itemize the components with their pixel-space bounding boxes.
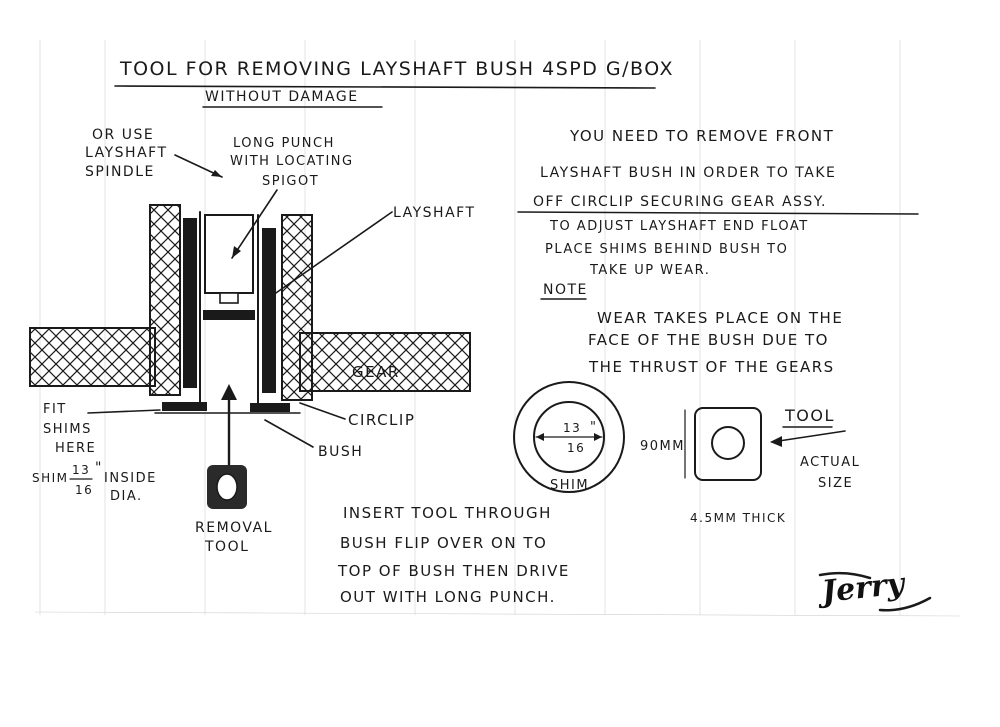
tool-drawing: 90mm TOOL ACTUAL SIZE 4.5mm THICK xyxy=(640,406,860,525)
note-line-5: PLACE SHIMS BEHIND BUSH TO xyxy=(545,242,788,257)
label-inch-mark: " xyxy=(95,460,103,476)
bush-right-band xyxy=(262,228,276,393)
shim-inch-mark: " xyxy=(590,420,597,435)
shim-label: SHIM xyxy=(550,478,589,493)
note-heading: NOTE xyxy=(543,282,588,298)
label-fit: FIT xyxy=(43,402,67,417)
label-frac-den: 16 xyxy=(75,483,93,497)
label-bush: BUSH xyxy=(318,444,363,460)
label-with-locating: WITH LOCATING xyxy=(230,154,354,169)
tool-disc-in-bore xyxy=(203,310,255,320)
label-long-punch: LONG PUNCH xyxy=(233,136,335,151)
note-line-2: LAYSHAFT BUSH IN ORDER TO TAKE xyxy=(540,165,836,181)
label-spigot: SPIGOT xyxy=(262,174,319,189)
page-subtitle: WITHOUT DAMAGE xyxy=(205,89,359,105)
label-or-use: OR USE xyxy=(92,127,154,143)
label-here: HERE xyxy=(55,441,96,456)
instruction-line-4: OUT WITH LONG PUNCH. xyxy=(340,588,556,606)
instruction-line-3: TOP OF BUSH THEN DRIVE xyxy=(337,562,570,580)
instruction-line-2: BUSH FLIP OVER ON TO xyxy=(340,534,547,552)
label-circlip: CIRCLIP xyxy=(348,411,415,429)
label-layshaft-spindle-1: LAYSHAFT xyxy=(85,145,168,161)
wear-line-3: THE THRUST OF THE GEARS xyxy=(588,358,835,376)
tool-label: TOOL xyxy=(784,406,835,425)
leader-lines xyxy=(87,154,393,448)
label-removal-tool: TOOL xyxy=(204,539,249,555)
removal-tool-icon xyxy=(207,465,247,509)
label-gear: GEAR xyxy=(352,363,400,381)
note-line-1: YOU NEED TO REMOVE FRONT xyxy=(569,127,834,145)
diagram-labels: OR USE LAYSHAFT SPINDLE LONG PUNCH WITH … xyxy=(32,127,476,555)
bush-left-band xyxy=(183,218,197,388)
label-spindle: SPINDLE xyxy=(85,164,155,180)
instructions-block: INSERT TOOL THROUGH BUSH FLIP OVER ON TO… xyxy=(337,504,570,606)
note-line-6: TAKE UP WEAR. xyxy=(589,263,710,278)
signature: Jerry xyxy=(815,566,932,612)
housing-left-wall xyxy=(149,204,181,396)
instruction-line-1: INSERT TOOL THROUGH xyxy=(343,504,552,522)
cross-section-diagram xyxy=(29,204,471,480)
casing-right xyxy=(299,332,471,392)
note-line-3: OFF CIRCLIP SECURING GEAR ASSY. xyxy=(533,194,827,210)
wear-line-2: FACE OF THE BUSH DUE TO xyxy=(588,331,829,349)
title-underline xyxy=(114,85,656,89)
notes-block: YOU NEED TO REMOVE FRONT LAYSHAFT BUSH I… xyxy=(517,127,919,376)
label-dia: DIA. xyxy=(110,489,143,504)
note-line-4: TO ADJUST LAYSHAFT END FLOAT xyxy=(549,219,809,234)
housing-right-wall xyxy=(281,214,313,401)
page-rules xyxy=(34,40,961,617)
tool-actual: ACTUAL xyxy=(800,455,860,470)
label-inside: INSIDE xyxy=(104,471,157,486)
tool-thickness: 4.5mm THICK xyxy=(690,511,786,525)
shim-frac-den: 16 xyxy=(567,441,585,455)
shim-drawing: 13 16 " SHIM xyxy=(513,381,625,493)
punch-spigot xyxy=(219,292,239,304)
page-title: TOOL FOR REMOVING LAYSHAFT BUSH 4SPD G/B… xyxy=(119,58,674,80)
casing-left xyxy=(29,327,156,387)
label-shim-prefix: SHIM xyxy=(32,471,69,485)
long-punch xyxy=(204,214,254,294)
shim-frac-num: 13 xyxy=(563,421,581,435)
tool-size: SIZE xyxy=(818,476,853,491)
label-layshaft: LAYSHAFT xyxy=(393,205,476,221)
label-removal: REMOVAL xyxy=(195,520,273,536)
wear-line-1: WEAR TAKES PLACE ON THE xyxy=(597,309,843,327)
label-shims: SHIMS xyxy=(43,422,92,437)
label-frac-num: 13 xyxy=(72,463,90,477)
tool-dimension: 90mm xyxy=(640,439,685,454)
